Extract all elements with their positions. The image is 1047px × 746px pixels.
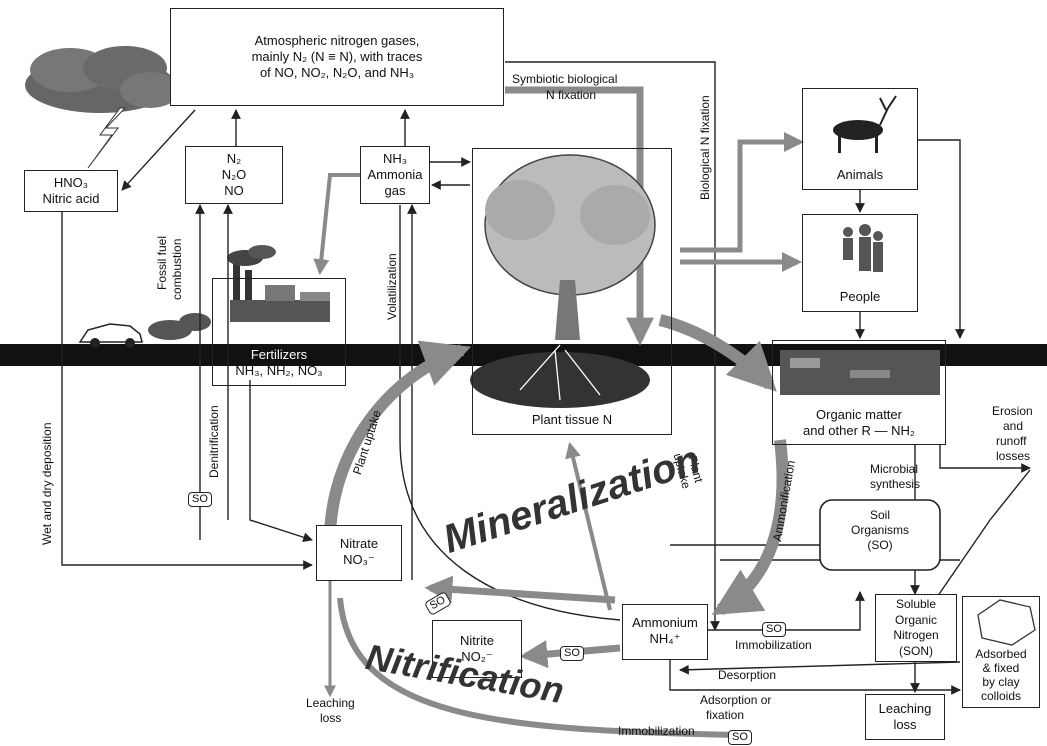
n-fixation-label: N fixation (546, 88, 597, 102)
denitrification-label: Denitrification (207, 405, 221, 478)
erosion-label-2: and (1003, 419, 1024, 433)
biological-n-fixation-label: Biological N fixation (698, 95, 712, 200)
storm-cloud-icon (25, 46, 180, 169)
son-line-4: (SON) (899, 643, 933, 658)
tree-icon (470, 154, 656, 408)
soil-organisms-line-1: Soil (869, 508, 890, 522)
nitrate-box: Nitrate NO₃⁻ (316, 525, 402, 581)
plant-tissue-label: Plant tissue N (531, 412, 613, 427)
animals-box: Animals (802, 88, 918, 190)
soil-organisms-cylinder (819, 499, 941, 571)
microbial-label-1: Microbial (870, 462, 919, 476)
symbiotic-label: Symbiotic biological (512, 72, 618, 86)
soil-organisms-line-2: Organisms (850, 523, 909, 537)
hno3-name: Nitric acid (42, 191, 100, 206)
n2o-box: N₂ N₂O NO (185, 146, 283, 204)
clay-line-4: colloids (980, 689, 1022, 703)
volatilization-label: Volatilization (385, 253, 399, 320)
exhaust-smoke-icon (148, 313, 211, 340)
clay-box: Adsorbed & fixed by clay colloids (962, 596, 1040, 708)
ammonium-formula: NH₄⁺ (649, 631, 681, 646)
clay-line-3: by clay (982, 675, 1020, 689)
erosion-label-1: Erosion (992, 404, 1033, 418)
atmosphere-line-2: mainly N₂ (N ≡ N), with traces (251, 49, 423, 64)
atmosphere-line-1: Atmospheric nitrogen gases, (254, 33, 420, 48)
people-box: People (802, 214, 918, 312)
fertilizers-box: Fertilizers NH₃, NH₂, NO₃ (212, 278, 346, 386)
clay-colloid-icon (977, 599, 1036, 646)
immobilization-mid-label: Immobilization (735, 638, 812, 652)
so-badge-immobilization: SO (762, 622, 786, 637)
nh3-formula: NH₃ (382, 151, 408, 166)
nitrite-label: Nitrite (460, 633, 494, 648)
factory-icon (227, 245, 330, 322)
combustion-label: combustion (170, 238, 184, 300)
immobilization-bottom-label: Immobilization (618, 724, 695, 738)
son-line-3: Nitrogen (893, 628, 939, 642)
wet-dry-deposition-label: Wet and dry deposition (40, 422, 54, 545)
erosion-label-4: losses (996, 449, 1031, 463)
nh3-box: NH₃ Ammonia gas (360, 146, 430, 204)
leaching-right-line-1: Leaching (878, 701, 932, 716)
so-badge-ammonium: SO (560, 646, 584, 661)
fertilizers-formulas: NH₃, NH₂, NO₃ (235, 363, 323, 378)
clay-line-2: & fixed (982, 661, 1020, 675)
ammonium-box: Ammonium NH₄⁺ (622, 604, 708, 660)
organic-matter-line-2: and other R — NH₂ (803, 423, 915, 438)
nitrate-label: Nitrate (339, 536, 379, 551)
fossil-fuel-label: Fossil fuel (155, 235, 169, 290)
ammonia-label: Ammonia (367, 167, 423, 182)
soil-organisms-text: Soil Organisms (SO) (820, 508, 940, 553)
leaching-right-line-2: loss (893, 717, 917, 732)
nitrite-box: Nitrite NO₂⁻ (432, 620, 522, 678)
microbial-label-2: synthesis (870, 477, 921, 491)
hno3-box: HNO₃ Nitric acid (24, 170, 118, 212)
leaching-left-1: Leaching (306, 696, 355, 710)
animals-label: Animals (836, 167, 884, 182)
desorption-label: Desorption (718, 668, 777, 682)
so-badge-bottom: SO (728, 730, 752, 745)
leaching-left-2: loss (320, 711, 342, 725)
fertilizers-label: Fertilizers (250, 347, 308, 362)
people-label: People (839, 289, 881, 304)
nitrate-formula: NO₃⁻ (343, 552, 375, 567)
so-badge-denitrification: SO (188, 492, 212, 507)
atmosphere-line-3: of NO, NO₂, N₂O, and NH₃ (259, 65, 415, 80)
clay-line-1: Adsorbed (975, 647, 1027, 661)
organic-matter-texture (780, 350, 940, 395)
leaching-right-box: Leaching loss (865, 694, 945, 740)
n2o-formula: N₂O (221, 167, 247, 182)
people-icon (843, 224, 883, 272)
organic-matter-line-1: Organic matter (816, 407, 902, 422)
organic-matter-box: Organic matter and other R — NH₂ (772, 340, 946, 445)
gas-label: gas (384, 183, 406, 198)
nitrite-formula: NO₂⁻ (461, 649, 493, 664)
grey-flow-arrows (313, 86, 804, 738)
soil-organisms-line-3: (SO) (867, 538, 893, 552)
deer-icon (833, 95, 897, 153)
son-line-1: Soluble (895, 597, 937, 611)
adsorption-label-2: fixation (706, 708, 745, 722)
son-line-2: Organic (894, 612, 938, 627)
atmosphere-box: Atmospheric nitrogen gases, mainly N₂ (N… (170, 8, 504, 106)
plant-tissue-box: Plant tissue N (472, 148, 672, 435)
adsorption-label-1: Adsorption or (700, 693, 772, 707)
car-icon (78, 323, 143, 348)
n2-formula: N₂ (226, 151, 242, 166)
no-formula: NO (224, 183, 244, 198)
ammonium-label: Ammonium (632, 615, 698, 630)
hno3-formula: HNO₃ (53, 175, 89, 190)
erosion-label-3: runoff (996, 434, 1027, 448)
connector-lines (61, 61, 1031, 695)
son-box: Soluble Organic Nitrogen (SON) (875, 594, 957, 662)
